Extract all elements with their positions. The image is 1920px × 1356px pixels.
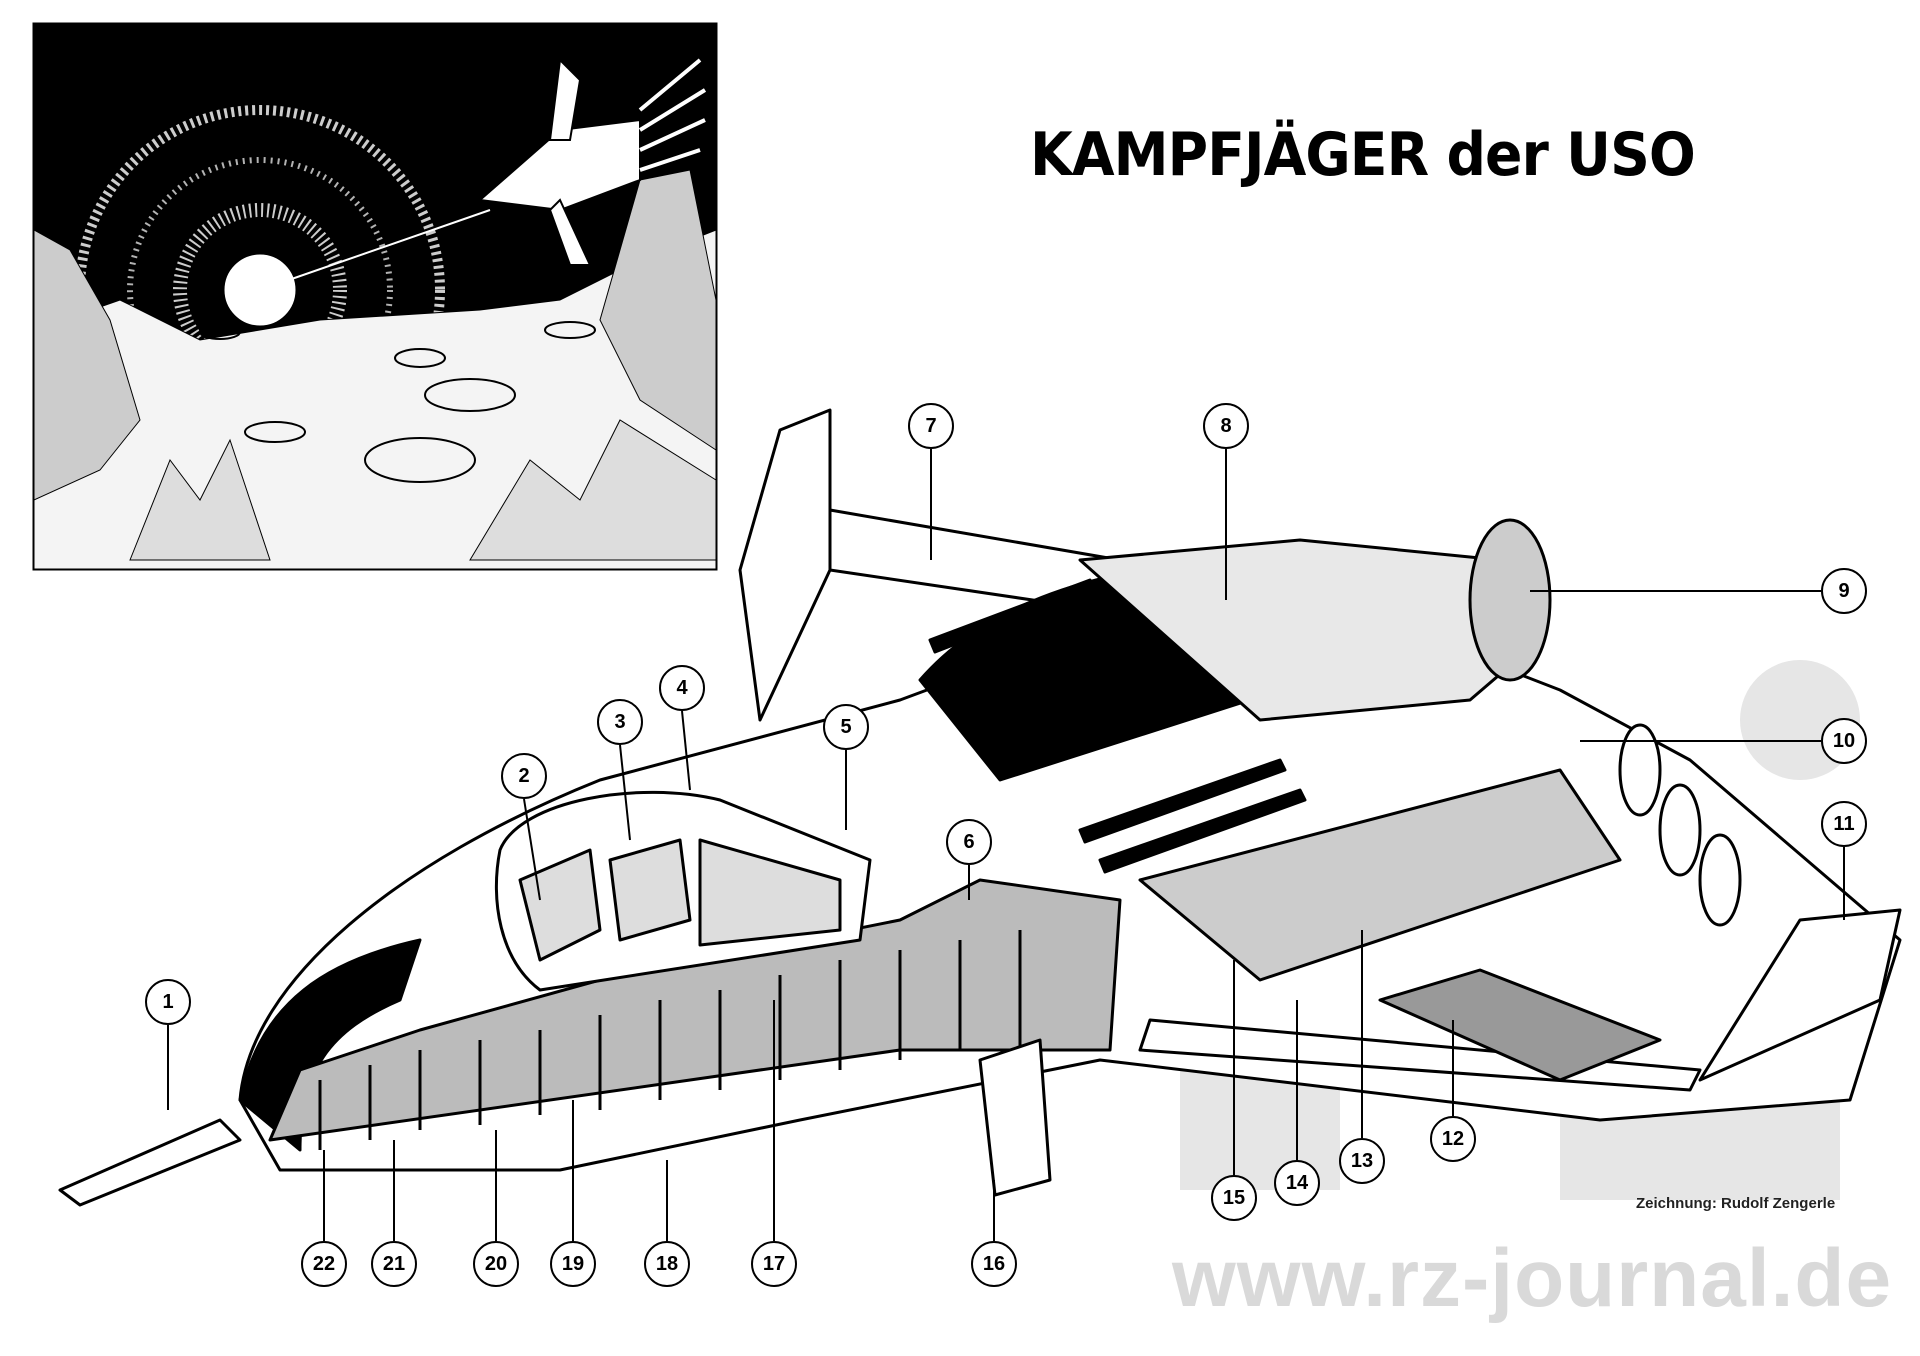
callout-5: 5 bbox=[823, 704, 869, 750]
callout-8: 8 bbox=[1203, 403, 1249, 449]
callout-13: 13 bbox=[1339, 1138, 1385, 1184]
diagram-title: KAMPFJÄGER der USO bbox=[1030, 120, 1696, 190]
callout-12: 12 bbox=[1430, 1116, 1476, 1162]
inset-fighter bbox=[477, 57, 707, 266]
callout-11: 11 bbox=[1821, 801, 1867, 847]
leader-lines bbox=[167, 449, 1845, 1241]
callout-9: 9 bbox=[1821, 568, 1867, 614]
callout-2: 2 bbox=[501, 753, 547, 799]
artist-credit: Zeichnung: Rudolf Zengerle bbox=[1636, 1195, 1836, 1212]
callout-6: 6 bbox=[946, 819, 992, 865]
callout-3: 3 bbox=[597, 699, 643, 745]
callout-10: 10 bbox=[1821, 718, 1867, 764]
callout-15: 15 bbox=[1211, 1175, 1257, 1221]
callout-7: 7 bbox=[908, 403, 954, 449]
callout-18: 18 bbox=[644, 1241, 690, 1287]
fighter-cutaway bbox=[58, 408, 1902, 1207]
callout-1: 1 bbox=[145, 979, 191, 1025]
callout-20: 20 bbox=[473, 1241, 519, 1287]
callout-21: 21 bbox=[371, 1241, 417, 1287]
callout-19: 19 bbox=[550, 1241, 596, 1287]
callout-16: 16 bbox=[971, 1241, 1017, 1287]
callout-4: 4 bbox=[659, 665, 705, 711]
inset-space-scene bbox=[32, 22, 718, 571]
callout-14: 14 bbox=[1274, 1160, 1320, 1206]
callout-17: 17 bbox=[751, 1241, 797, 1287]
watermark-url: www.rz-journal.de bbox=[1172, 1233, 1893, 1324]
callout-22: 22 bbox=[301, 1241, 347, 1287]
